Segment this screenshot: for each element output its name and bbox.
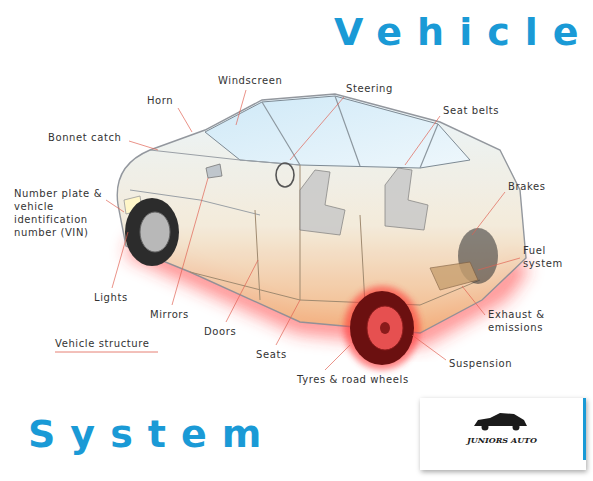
- part-label: Exhaust & emissions: [488, 308, 568, 334]
- logo-text: JUNIORS AUTO: [467, 435, 537, 445]
- part-label: Seats: [256, 348, 287, 361]
- part-label: Mirrors: [150, 308, 189, 321]
- part-label: Windscreen: [218, 74, 282, 87]
- logo-box: JUNIORS AUTO: [432, 428, 572, 452]
- accent-bar: [583, 398, 586, 460]
- part-label: Lights: [94, 291, 128, 304]
- caption: System: [28, 412, 276, 456]
- part-label: Fuel system: [523, 244, 571, 270]
- part-label: Vehicle structure: [55, 337, 150, 350]
- part-label: Horn: [147, 94, 173, 107]
- part-label: Suspension: [449, 357, 512, 370]
- part-label: Brakes: [508, 180, 546, 193]
- part-label: Doors: [204, 325, 236, 338]
- logo-car-icon: [470, 410, 530, 432]
- part-label: Number plate & vehicle identification nu…: [14, 187, 106, 239]
- part-label: Seat belts: [443, 104, 499, 117]
- logo-card: [420, 398, 586, 470]
- part-label: Steering: [346, 82, 393, 95]
- part-label: Tyres & road wheels: [297, 373, 409, 386]
- part-label: Bonnet catch: [48, 131, 122, 144]
- title: Vehicle: [334, 10, 593, 54]
